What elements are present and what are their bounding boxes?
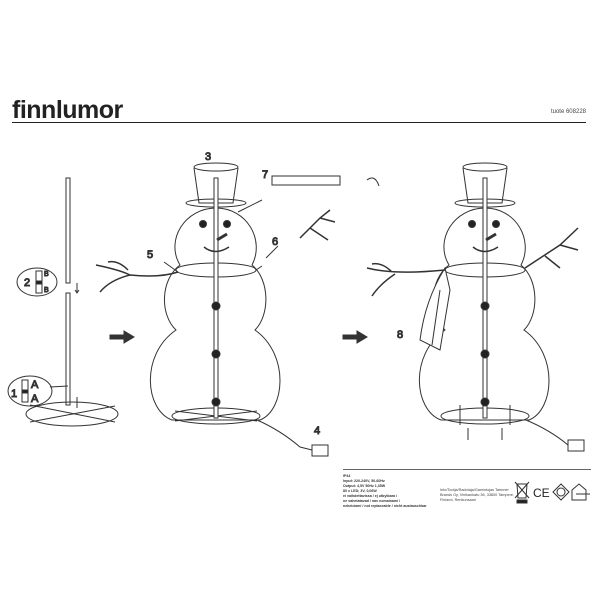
left-arm xyxy=(95,260,179,293)
step-8-label: 8 xyxy=(397,329,403,341)
diagram-stroke xyxy=(459,405,511,440)
product-code: tuote 608228 xyxy=(551,109,586,115)
step-3-label: 3 xyxy=(205,151,211,163)
diagram-stroke xyxy=(366,177,380,187)
diagram-stroke xyxy=(203,246,230,253)
diagram-stroke xyxy=(552,483,570,501)
specs-block: IP44 Input: 220-240V, 50-60Hz Output: 4,… xyxy=(343,474,473,509)
diagram-stroke xyxy=(492,220,500,228)
weee-bin-icon xyxy=(514,481,530,504)
product-code-value: 608228 xyxy=(565,109,586,115)
diagram-stroke xyxy=(211,397,221,407)
diagram-stroke xyxy=(74,289,80,294)
next-arrow-2 xyxy=(342,330,368,344)
step-5-label: 5 xyxy=(147,249,153,261)
diagram-stroke xyxy=(468,220,476,228)
diagram-stroke xyxy=(163,261,179,273)
diagram-stroke xyxy=(482,177,488,419)
right-arm xyxy=(524,227,579,269)
detail-bubble-2 xyxy=(16,267,58,297)
diagram-stroke xyxy=(525,419,569,446)
header-rule xyxy=(12,122,586,123)
spec-note: ne vahetatavad / nav nomainami / xyxy=(343,499,401,503)
diagram-stroke xyxy=(21,389,29,394)
joint-b-bottom: B xyxy=(44,287,49,294)
diagram-stroke xyxy=(431,289,441,346)
joint-a-bottom: A xyxy=(31,393,39,405)
product-code-label: tuote xyxy=(550,109,565,115)
step-4-label: 4 xyxy=(314,425,320,437)
joint-b-top: B xyxy=(44,271,49,278)
spec-note: ei vaihdettavissa / ej utbytbara / xyxy=(343,494,398,498)
output-rating: Output: 4,5V 50Hz 1,35W xyxy=(343,484,386,488)
joint-a-top: A xyxy=(31,379,39,391)
diagram-stroke xyxy=(480,397,490,407)
ce-mark-icon: CE xyxy=(533,486,550,500)
plug-adapter-2 xyxy=(567,439,585,452)
diagram-stroke xyxy=(255,265,263,271)
upper-pole xyxy=(65,177,71,284)
diagram-stroke xyxy=(462,162,508,172)
class-iii-icon xyxy=(552,483,570,501)
diagram-stroke xyxy=(571,483,587,501)
step-6-label: 6 xyxy=(272,236,278,248)
diagram-stroke xyxy=(199,220,207,228)
lower-pole xyxy=(65,292,71,406)
connector-part xyxy=(271,175,341,186)
snowman-frame-2 xyxy=(366,162,585,452)
step-2-label: 2 xyxy=(24,277,30,289)
diagram-stroke xyxy=(211,301,221,311)
led-rating: 80 x LED; 3V, 0,06W xyxy=(343,489,377,493)
spec-note: nekeiciami / not replaceable / nicht aus… xyxy=(343,504,427,508)
diagram-stroke xyxy=(516,499,528,504)
diagram-stroke xyxy=(556,487,566,497)
diagram-stroke xyxy=(480,301,490,311)
diagram-stroke xyxy=(193,162,239,172)
diagram-stroke xyxy=(216,232,228,242)
diagram-stroke xyxy=(213,177,219,419)
diagram-stroke xyxy=(256,419,313,451)
diagram-stroke xyxy=(29,405,116,423)
diagram-stroke xyxy=(223,220,231,228)
base-stand xyxy=(25,401,119,427)
brand-logo: finnlumor xyxy=(12,96,123,124)
detail-bubble-1 xyxy=(7,375,53,407)
step-1-label: 1 xyxy=(11,388,17,400)
diagram-stroke xyxy=(480,349,490,359)
diagram-stroke xyxy=(35,280,43,285)
indoor-transformer-icon xyxy=(571,483,590,501)
diagram-stroke xyxy=(211,349,221,359)
diagram-stroke xyxy=(265,245,279,259)
diagram-stroke xyxy=(485,232,497,242)
plug-adapter xyxy=(311,444,329,457)
diagram-stroke xyxy=(516,483,528,499)
step-7-label: 7 xyxy=(262,169,268,181)
left-arm xyxy=(366,262,446,297)
ip-rating: IP44 xyxy=(343,474,351,478)
snowman-frame-1 xyxy=(95,162,380,457)
right-arm xyxy=(299,209,336,241)
diagram-stroke xyxy=(237,199,263,213)
specs-divider xyxy=(343,469,591,470)
diagram-stroke xyxy=(49,385,69,388)
input-rating: Input: 220-240V, 50-60Hz xyxy=(343,479,385,483)
diagram-stroke xyxy=(472,246,499,253)
diagram-stroke xyxy=(514,481,530,499)
scarf xyxy=(419,266,451,351)
pole-assembly xyxy=(7,177,119,427)
next-arrow-1 xyxy=(109,330,135,344)
importer-info: Info/Tootja/Radotaja/Gamintojas Tammer B… xyxy=(440,488,515,502)
